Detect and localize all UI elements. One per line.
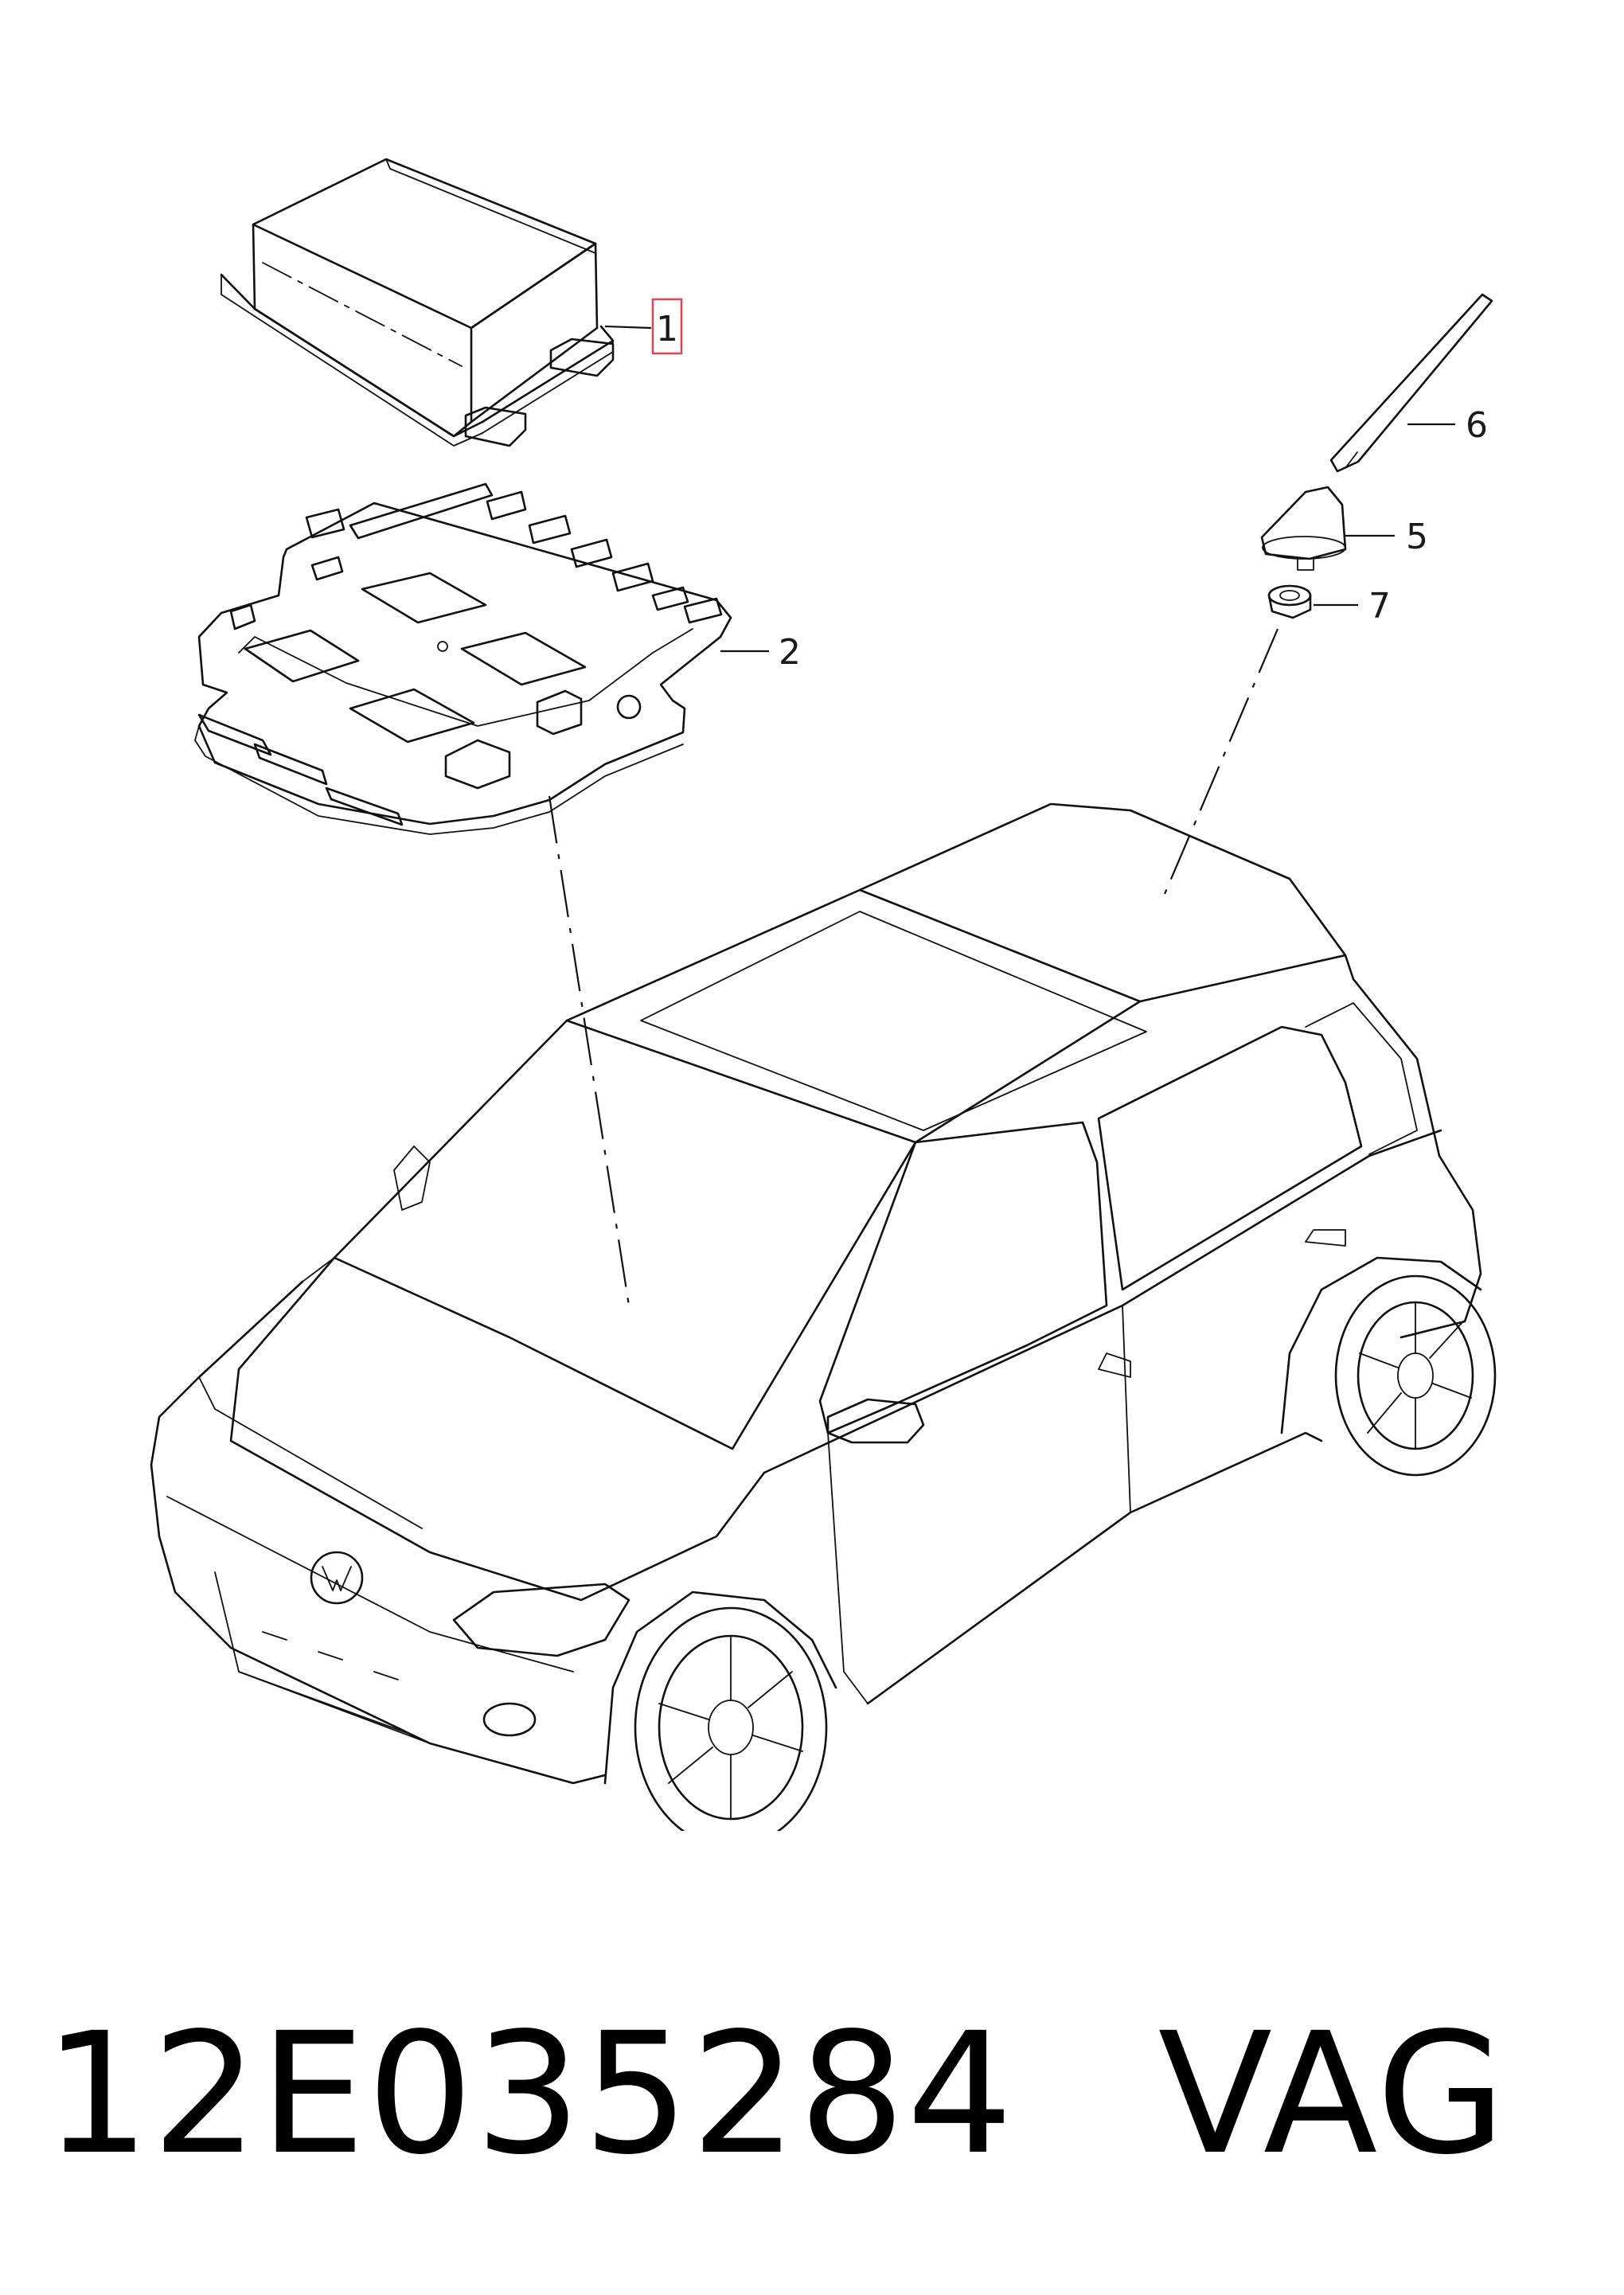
- brand-label: VAG: [1157, 1996, 1508, 2192]
- mounting-bracket: [194, 482, 732, 835]
- assembly-line-antenna: [1161, 628, 1279, 900]
- vw-badge: [310, 1551, 364, 1605]
- callout-1-highlight: [651, 298, 683, 355]
- callout-1[interactable]: 1: [656, 309, 678, 349]
- callout-6[interactable]: 6: [1466, 405, 1488, 446]
- antenna-base: [1260, 486, 1347, 571]
- leader-line-1: [604, 325, 652, 330]
- rear-wheel: [1280, 1256, 1497, 1477]
- assembly-line-module: [548, 795, 630, 1306]
- antenna-nut: [1267, 584, 1312, 619]
- exploded-parts-diagram: 1: [150, 158, 1497, 1831]
- callout-2[interactable]: 2: [779, 632, 801, 673]
- part-number-footer: 12E035284 VAG: [44, 1990, 1580, 2197]
- front-wheel: [603, 1590, 837, 1831]
- callout-5[interactable]: 5: [1406, 517, 1428, 557]
- part-number: 12E035284: [44, 1996, 1015, 2192]
- car-outline: [150, 802, 1497, 1831]
- control-unit-module: [220, 158, 615, 447]
- callout-7[interactable]: 7: [1368, 586, 1391, 626]
- antenna-rod: [1329, 293, 1493, 473]
